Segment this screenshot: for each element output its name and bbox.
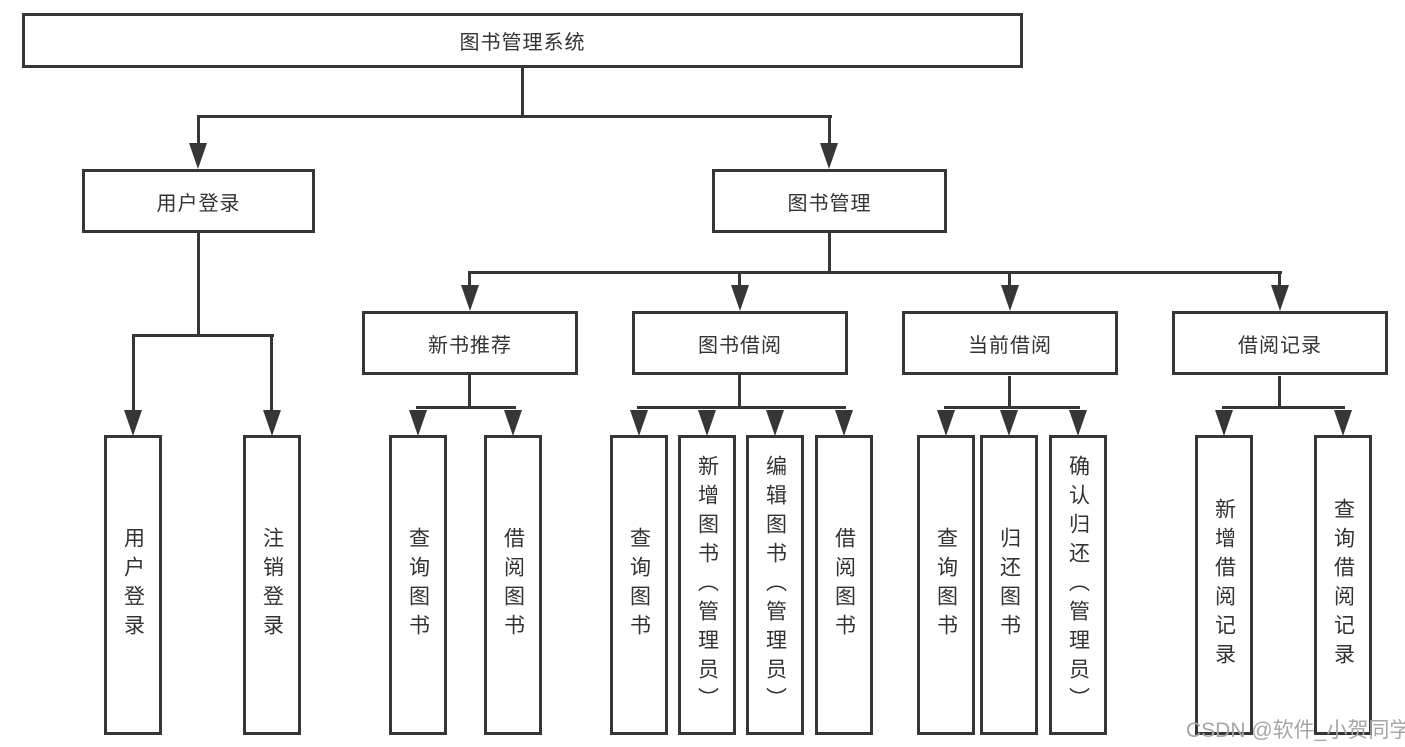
node-new-book-recommend: 新书推荐 [362,311,578,375]
leaf-label: 查询图书 [627,527,651,643]
arrow-down-icon [1001,285,1019,311]
arrow-down-icon [820,143,838,169]
node-root: 图书管理系统 [22,13,1023,68]
arrow-down-icon [766,410,784,436]
connector-user-login-split [132,334,274,337]
arrow-down-icon [409,410,427,436]
node-user-login: 用户登录 [82,169,315,233]
connector-to-leaf-user-login [132,334,135,411]
arrow-down-icon [461,285,479,311]
leaf-query-book: 查询图书 [610,435,668,735]
connector-book-borrow-split [637,406,846,409]
connector-book-management-stem [828,232,831,274]
arrow-down-icon [1334,410,1352,436]
connector-book-borrow-stem [738,375,741,408]
arrow-down-icon [124,410,142,436]
connector-new-book-split [416,406,516,409]
leaf-label: 查询图书 [406,527,430,643]
arrow-down-icon [1000,410,1018,436]
node-book-borrow: 图书借阅 [632,311,848,375]
connector-to-user-login [197,115,200,145]
connector-borrow-records-split [1222,406,1345,409]
arrow-down-icon [731,285,749,311]
node-borrow-records: 借阅记录 [1172,311,1388,375]
node-book-management: 图书管理 [712,169,947,233]
leaf-user-login: 用户登录 [104,435,162,735]
leaf-label: 新增借阅记录 [1212,498,1236,672]
connector-current-borrow-stem [1008,376,1011,407]
leaf-add-book-admin: 新增图书（管理员） [678,435,736,735]
arrow-down-icon [1215,410,1233,436]
arrow-down-icon [835,410,853,436]
leaf-confirm-return-admin: 确认归还（管理员） [1049,435,1107,735]
leaf-logout: 注销登录 [243,435,301,735]
leaf-add-borrow-record: 新增借阅记录 [1195,435,1253,735]
connector-to-borrow-records [1278,271,1281,287]
node-current-borrow: 当前借阅 [902,311,1118,375]
leaf-label: 借阅图书 [501,527,525,643]
leaf-label: 确认归还（管理员） [1066,454,1090,716]
connector-to-book-borrow [738,271,741,287]
leaf-query-book: 查询图书 [389,435,447,735]
leaf-label: 查询借阅记录 [1331,498,1355,672]
arrow-down-icon [1271,285,1289,311]
connector-to-current-borrow [1008,271,1011,287]
leaf-label: 注销登录 [260,527,284,643]
leaf-borrow-book: 借阅图书 [815,435,873,735]
arrow-down-icon [630,410,648,436]
arrow-down-icon [698,410,716,436]
arrow-down-icon [189,143,207,169]
leaf-label: 用户登录 [121,527,145,643]
connector-to-new-book [468,271,471,287]
connector-new-book-stem [468,375,471,408]
connector-to-leaf-logout [270,334,273,411]
leaf-query-book: 查询图书 [917,435,975,735]
arrow-down-icon [937,410,955,436]
leaf-label: 编辑图书（管理员） [763,454,787,716]
leaf-query-borrow-record: 查询借阅记录 [1314,435,1372,735]
watermark: CSDN @软件_小贺同学 [1186,719,1405,742]
leaf-borrow-book: 借阅图书 [484,435,542,735]
connector-root-stem [521,68,524,117]
leaf-return-book: 归还图书 [980,435,1038,735]
connector-user-login-stem [197,232,200,337]
connector-book-management-split [468,271,1282,274]
connector-borrow-records-stem [1278,376,1281,407]
connector-current-borrow-split [944,406,1080,409]
leaf-edit-book-admin: 编辑图书（管理员） [746,435,804,735]
leaf-label: 借阅图书 [832,527,856,643]
leaf-label: 归还图书 [997,527,1021,643]
connector-to-book-management [828,115,831,145]
leaf-label: 查询图书 [934,527,958,643]
arrow-down-icon [504,410,522,436]
leaf-label: 新增图书（管理员） [695,454,719,716]
arrow-down-icon [1069,410,1087,436]
arrow-down-icon [263,410,281,436]
connector-root-split [197,115,832,118]
